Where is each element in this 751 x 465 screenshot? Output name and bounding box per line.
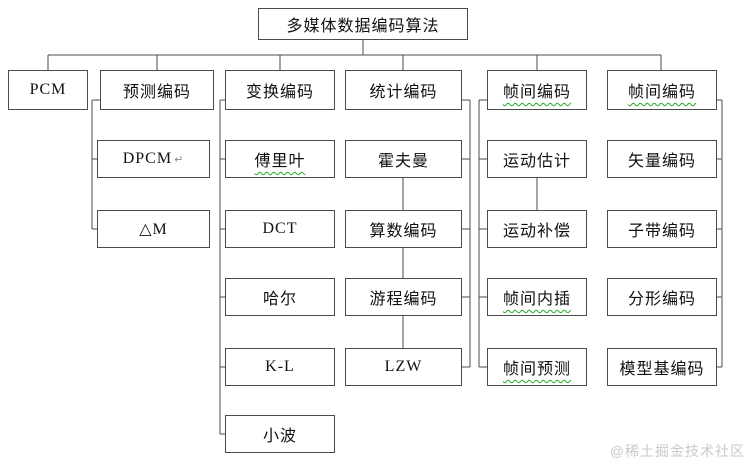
child-box-runlength-coding: 游程编码	[345, 278, 462, 316]
child-label: 哈尔	[262, 291, 297, 308]
header-box-statistical-coding: 统计编码	[345, 70, 462, 110]
header-box-interframe-coding-2: 帧间编码	[607, 70, 717, 110]
child-box-fractal-coding: 分形编码	[607, 278, 717, 316]
child-label: 游程编码	[369, 291, 438, 308]
child-label: 分形编码	[627, 291, 696, 308]
child-label: 运动补偿	[502, 223, 571, 240]
child-box-wavelet: 小波	[225, 415, 335, 453]
root-box-multimedia-encoding: 多媒体数据编码算法	[258, 8, 468, 40]
header-box-transform-coding: 变换编码	[225, 70, 335, 110]
child-label: 帧间预测	[502, 361, 571, 378]
child-label: 子带编码	[627, 223, 696, 240]
child-box-fourier: 傅里叶	[225, 140, 335, 178]
child-label: 小波	[262, 428, 297, 445]
header-label: PCM	[29, 81, 67, 98]
child-box-huffman: 霍夫曼	[345, 140, 462, 178]
child-box-kl: K-L	[225, 348, 335, 386]
child-box-interframe-interpolation: 帧间内插	[487, 278, 587, 316]
child-label: 算数编码	[369, 223, 438, 240]
root-label: 多媒体数据编码算法	[286, 18, 440, 35]
child-box-arithmetic-coding: 算数编码	[345, 210, 462, 248]
child-label: 傅里叶	[254, 153, 306, 170]
paragraph-return-mark: ↵	[174, 152, 185, 166]
header-box-predictive-coding: 预测编码	[100, 70, 214, 110]
child-label: △M	[139, 221, 168, 238]
child-box-model-based-coding: 模型基编码	[607, 348, 717, 386]
col5-trunk	[478, 99, 487, 368]
header-label: 预测编码	[122, 84, 191, 101]
child-box-lzw: LZW	[345, 348, 462, 386]
child-box-dpcm: DPCM↵	[97, 140, 210, 178]
header-label: 变换编码	[245, 84, 314, 101]
child-label: DPCM	[122, 150, 173, 167]
child-box-motion-estimation: 运动估计	[487, 140, 587, 178]
child-label: 霍夫曼	[377, 153, 429, 170]
child-label: 帧间内插	[502, 291, 571, 308]
watermark-text: @稀土掘金技术社区	[609, 443, 745, 459]
child-label: DCT	[262, 220, 298, 237]
root-rail-connector	[47, 40, 662, 70]
child-box-delta-m: △M	[97, 210, 210, 248]
child-box-vector-coding: 矢量编码	[607, 140, 717, 178]
child-label: LZW	[384, 358, 423, 375]
col6-trunk	[717, 99, 723, 368]
child-box-interframe-prediction: 帧间预测	[487, 348, 587, 386]
col4-trunk	[462, 99, 471, 368]
child-box-haar: 哈尔	[225, 278, 335, 316]
child-box-motion-compensation: 运动补偿	[487, 210, 587, 248]
header-box-interframe-coding-1: 帧间编码	[487, 70, 587, 110]
child-label: 矢量编码	[627, 153, 696, 170]
header-box-pcm: PCM	[8, 70, 88, 110]
header-label: 帧间编码	[627, 84, 696, 101]
col2-trunk	[91, 99, 100, 230]
child-label: 运动估计	[502, 153, 571, 170]
col3-trunk	[219, 99, 225, 435]
child-box-subband-coding: 子带编码	[607, 210, 717, 248]
child-label: K-L	[265, 358, 295, 375]
child-label: 模型基编码	[619, 361, 705, 378]
child-box-dct: DCT	[225, 210, 335, 248]
header-label: 统计编码	[369, 84, 438, 101]
header-label: 帧间编码	[502, 84, 571, 101]
